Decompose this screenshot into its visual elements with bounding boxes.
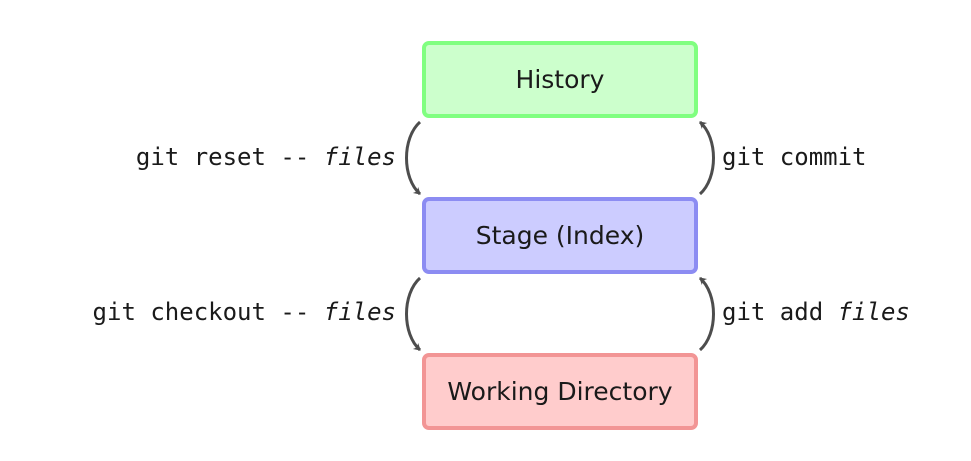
stage-label: Stage (Index) [475,221,645,250]
git-reset-argument: files [323,143,396,171]
working-directory-label: Working Directory [447,377,673,406]
stage-index-box: Stage (Index) [422,197,698,274]
history-label: History [515,65,605,94]
git-add-label: git add files [722,297,910,327]
git-commit-command: git commit [722,143,867,171]
arrow-reset [405,120,422,196]
git-reset-label: git reset -- files [136,142,396,172]
history-box: History [422,41,698,118]
arrow-checkout [405,276,422,352]
arrow-commit [698,120,715,196]
arrow-add [698,276,715,352]
git-add-command: git add [722,298,824,326]
git-reset-command: git reset -- [135,143,310,171]
git-add-argument: files [837,298,910,326]
git-checkout-command: git checkout -- [92,298,310,326]
working-directory-box: Working Directory [422,353,698,430]
git-commit-label: git commit [722,142,867,172]
git-checkout-argument: files [323,298,396,326]
git-checkout-label: git checkout -- files [93,297,396,327]
